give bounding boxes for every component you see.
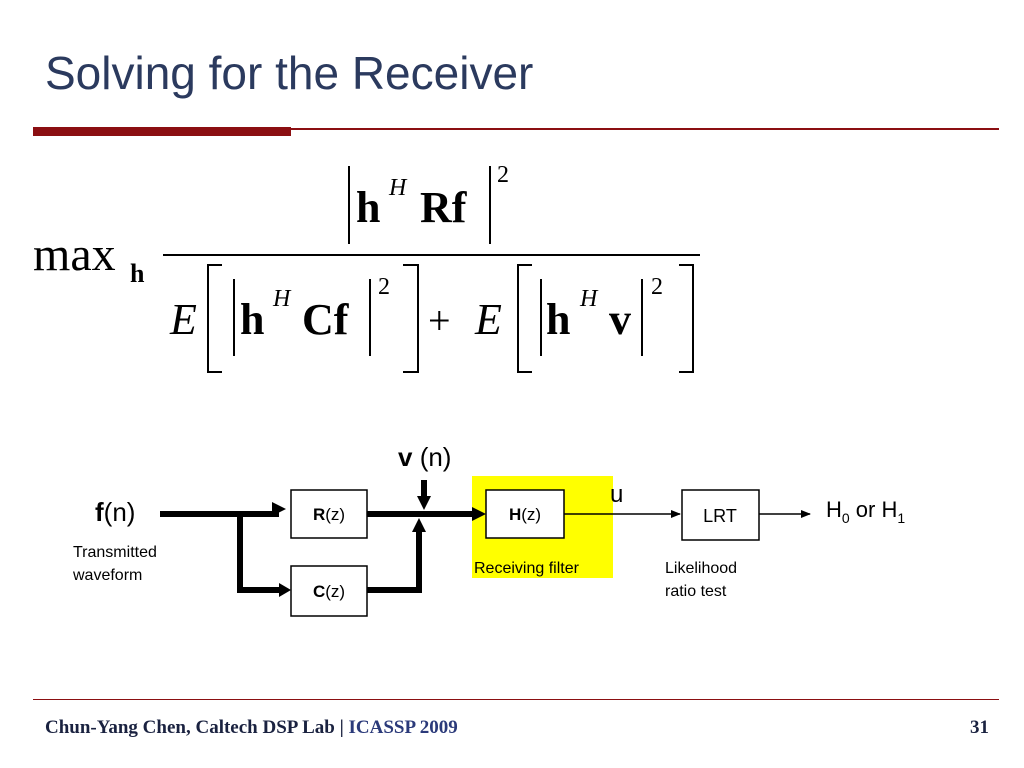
input-signal-label: f(n): [95, 497, 135, 527]
signal-u-label: u: [610, 481, 623, 508]
noise-bold: v: [398, 442, 413, 472]
block-R-rest: (z): [325, 505, 345, 524]
output-sub0: 0: [842, 510, 850, 526]
block-H-bold: H: [509, 505, 521, 524]
den-expect-2: E: [474, 295, 502, 344]
filter-caption: Receiving filter: [474, 560, 580, 577]
input-caption-line1: Transmitted: [73, 544, 157, 561]
block-LRT: [681, 489, 760, 541]
block-C-label: C(z): [313, 582, 345, 601]
block-H: [485, 489, 565, 539]
title-underline-thick: [33, 127, 291, 136]
den-sup-H-2: H: [579, 286, 599, 312]
R-to-H-arrowhead: [472, 507, 486, 521]
den-expect-1: E: [169, 295, 197, 344]
den-sup-H-1: H: [272, 286, 292, 312]
input-caption-line2: waveform: [72, 567, 142, 584]
bracket-left-2: [517, 264, 532, 373]
output-label: H0 or H1: [826, 497, 905, 526]
block-C: [290, 565, 368, 617]
block-C-bold: C: [313, 582, 325, 601]
max-operator: max: [33, 228, 116, 281]
bracket-left-1: [207, 264, 222, 373]
slide-number: 31: [970, 717, 989, 738]
C-to-sum-arrowhead: [412, 518, 426, 532]
noise-rest: (n): [412, 442, 451, 472]
footer-conference: ICASSP 2009: [348, 717, 458, 738]
plus-sign: +: [428, 298, 451, 343]
num-square: 2: [497, 162, 509, 188]
block-H-rest: (z): [521, 505, 541, 524]
den-square-2: 2: [651, 274, 663, 300]
lrt-caption-line2: ratio test: [665, 583, 727, 600]
footer-author: Chun-Yang Chen, Caltech DSP Lab: [45, 717, 335, 738]
den-h-2: h: [546, 295, 570, 344]
max-subscript: h: [130, 259, 145, 288]
num-sup-H: H: [388, 175, 408, 201]
block-R-label: R(z): [313, 505, 345, 524]
footer-rule: [33, 699, 999, 700]
input-signal-bold: f: [95, 497, 104, 527]
output-H: H: [826, 497, 842, 522]
output-sub1: 1: [897, 510, 905, 526]
input-signal-rest: (n): [104, 497, 136, 527]
num-h: h: [356, 183, 380, 232]
title-underline-thin: [291, 128, 999, 130]
input-to-C-arrowhead: [279, 583, 291, 597]
footer-text: Chun-Yang Chen, Caltech DSP Lab | ICASSP…: [45, 717, 458, 739]
den-square-1: 2: [378, 274, 390, 300]
den-v: v: [609, 295, 631, 344]
noise-label: v (n): [398, 442, 451, 472]
block-diagram: f(n) Transmitted waveform R(z) C(z) v (n…: [72, 442, 905, 617]
block-C-rest: (z): [325, 582, 345, 601]
output-or: or H: [850, 497, 898, 522]
den-h-1: h: [240, 295, 264, 344]
block-H-label: H(z): [509, 505, 541, 524]
slide-title: Solving for the Receiver: [45, 47, 534, 99]
den-Cf: Cf: [302, 295, 350, 344]
footer-separator: |: [334, 717, 349, 738]
block-R-bold: R: [313, 505, 325, 524]
noise-arrowhead: [417, 496, 431, 510]
C-to-sum-path: [367, 530, 422, 593]
block-LRT-label: LRT: [703, 506, 737, 526]
input-to-C-path: [237, 514, 279, 593]
bracket-right-1: [403, 264, 419, 373]
bracket-right-2: [679, 264, 694, 373]
num-Rf: Rf: [420, 183, 468, 232]
objective-equation: max h h H Rf 2 E h H Cf 2 + E h H v 2: [33, 162, 700, 373]
lrt-caption-line1: Likelihood: [665, 560, 737, 577]
